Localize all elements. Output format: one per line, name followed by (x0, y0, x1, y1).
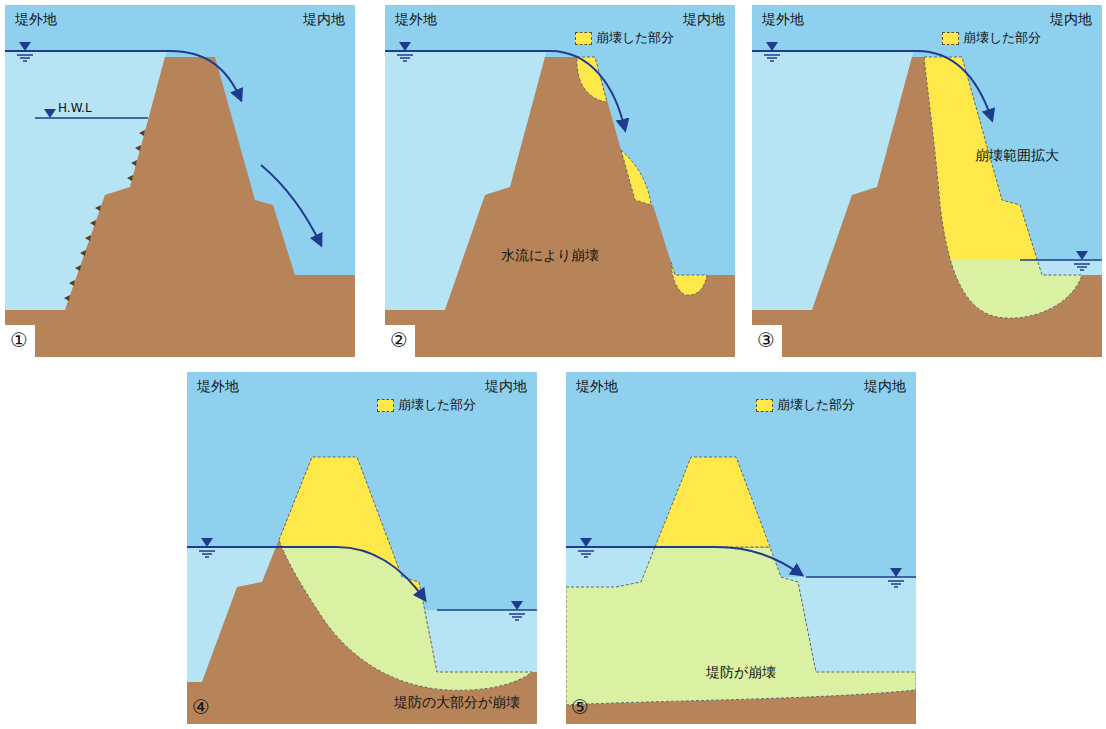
collapsed-underwater (279, 457, 532, 690)
legend-item: 崩壊した部分 (756, 397, 855, 413)
revetment (139, 130, 145, 136)
water-level-mark (509, 601, 525, 620)
collapsed-underwater (924, 260, 1082, 318)
overflow-arrow (261, 165, 321, 245)
levee-body (385, 57, 735, 357)
overflow-arrow (187, 547, 425, 600)
inland-water (425, 610, 537, 672)
overflow-arrow (752, 51, 992, 120)
overflow-arrow (5, 51, 241, 100)
collapse-outline (279, 457, 532, 690)
collapsed-part (621, 150, 651, 205)
panel-1 (5, 5, 355, 357)
number-ground (385, 325, 415, 357)
region-label: 堤内地 (864, 378, 906, 394)
collapsed-part (655, 457, 770, 547)
revetment (85, 235, 91, 241)
revetment (80, 250, 86, 256)
number-ground (5, 325, 35, 357)
panel-5 (566, 372, 916, 724)
collapse-outline (924, 57, 1082, 318)
legend-text: 崩壊した部分 (963, 30, 1041, 46)
panel-2 (385, 5, 735, 357)
inland-water-line (437, 609, 537, 611)
legend-item: 崩壊した部分 (575, 30, 674, 46)
levee-body (752, 57, 1102, 357)
state-label: 堤防が崩壊 (706, 664, 776, 680)
legend-text: 崩壊した部分 (777, 397, 855, 413)
revetment (135, 145, 141, 151)
revetment (64, 130, 145, 301)
sky (566, 372, 916, 724)
region-label: 堤外地 (576, 378, 618, 394)
sky (187, 372, 537, 724)
panel-number: ③ (757, 329, 775, 351)
legend-swatch (942, 32, 959, 45)
region-label: 堤外地 (15, 11, 57, 27)
overflow-arrow (385, 51, 625, 130)
legend-text: 崩壊した部分 (596, 30, 674, 46)
sky (5, 5, 355, 357)
panel-4 (187, 372, 537, 724)
inland-water (1037, 260, 1102, 275)
revetment (131, 160, 137, 166)
water-level-label: H.W.L (58, 100, 92, 116)
number-ground (752, 325, 782, 357)
legend-item: 崩壊した部分 (377, 397, 476, 413)
panel-number: ② (390, 329, 408, 351)
legend-swatch (756, 399, 773, 412)
water-level-mark (1074, 251, 1090, 270)
water-level-mark (888, 568, 904, 587)
collapsed-underwater (566, 547, 916, 705)
revetment (127, 175, 133, 181)
legend-text: 崩壊した部分 (398, 397, 476, 413)
region-label: 堤外地 (762, 11, 804, 27)
panel-number: ④ (192, 696, 210, 718)
levee-body (187, 457, 537, 724)
revetment (95, 205, 101, 211)
region-label: 堤内地 (485, 378, 527, 394)
state-label: 崩壊範囲拡大 (975, 147, 1059, 163)
collapsed-part (671, 262, 707, 295)
levee-body (5, 57, 355, 357)
legend-swatch (575, 32, 592, 45)
hwl-mark (44, 109, 56, 118)
revetment (75, 265, 81, 271)
state-label: 水流により崩壊 (501, 247, 599, 263)
sky (752, 5, 1102, 357)
revetment (64, 295, 70, 301)
region-label: 堤外地 (197, 378, 239, 394)
collapsed-part (279, 457, 532, 690)
region-label: 堤内地 (683, 11, 725, 27)
overflow-arrow (566, 547, 802, 575)
panel-number: ① (10, 329, 28, 351)
collapsed-part (924, 57, 1082, 318)
legend-swatch (377, 399, 394, 412)
hwl-line (35, 117, 148, 119)
revetment (90, 220, 96, 226)
region-label: 堤外地 (395, 11, 437, 27)
region-label: 堤内地 (1050, 11, 1092, 27)
legend-item: 崩壊した部分 (942, 30, 1041, 46)
inland-water-line (806, 576, 916, 578)
sky (385, 5, 735, 357)
panel-3 (752, 5, 1102, 357)
region-label: 堤内地 (303, 11, 345, 27)
panel-number: ⑤ (571, 696, 589, 718)
inland-water-line (1020, 259, 1102, 261)
state-label: 堤防の大部分が崩壊 (394, 694, 520, 710)
revetment (69, 280, 75, 286)
